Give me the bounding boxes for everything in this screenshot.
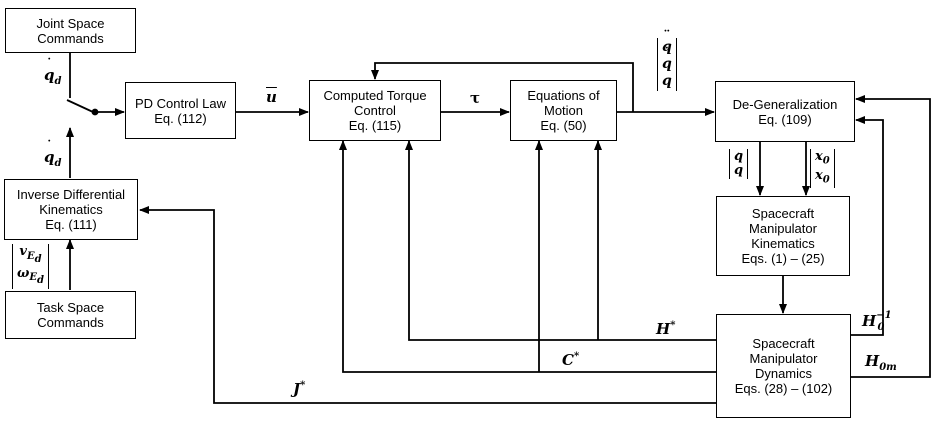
J-star-label: J* <box>293 380 306 398</box>
inverse-differential-kinematics-block: Inverse Differential Kinematics Eq. (111… <box>4 179 138 240</box>
block-label: Kinematics <box>751 236 815 251</box>
wire-H0-inv <box>851 116 884 336</box>
block-label: Task Space <box>36 300 105 315</box>
block-equation: Eq. (115) <box>348 118 402 133</box>
wire-J-star <box>139 206 716 404</box>
C-star-label: C* <box>562 351 580 369</box>
H0m-label: H0m <box>865 352 897 374</box>
block-label: Spacecraft <box>752 336 815 351</box>
block-label: Spacecraft <box>751 206 815 221</box>
block-label: Dynamics <box>754 366 813 381</box>
switch-arm <box>66 99 94 113</box>
block-label: De-Generalization <box>732 96 838 112</box>
de-generalization-block: De-Generalization Eq. (109) <box>715 81 855 142</box>
state-vector-label: q q q <box>657 38 677 91</box>
block-label: Inverse Differential <box>16 187 126 202</box>
task-space-commands-block: Task Space Commands <box>5 291 136 339</box>
block-label: PD Control Law <box>134 95 227 111</box>
end-effector-velocity-vector: vEd ωEd <box>12 244 50 290</box>
qd-dot-label-top: qd <box>44 68 62 89</box>
joint-state-vector-label: q q <box>729 149 749 179</box>
computed-torque-control-block: Computed Torque Control Eq. (115) <box>309 80 441 141</box>
block-label: Equations of <box>527 88 600 103</box>
tau-label: τ <box>470 89 481 107</box>
wire-C-star <box>339 140 716 373</box>
base-state-vector-label: x0 x0 <box>810 149 835 189</box>
block-label: Commands <box>37 30 104 46</box>
block-label: Kinematics <box>39 202 103 217</box>
wire-H-star <box>405 140 716 341</box>
block-label: Joint Space <box>36 15 105 31</box>
equations-of-motion-block: Equations of Motion Eq. (50) <box>510 80 617 141</box>
block-label: Control <box>354 103 396 118</box>
pd-control-law-block: PD Control Law Eq. (112) <box>125 82 236 139</box>
wire-state-feedback <box>371 62 634 112</box>
block-label: Commands <box>37 315 104 330</box>
spacecraft-manipulator-kinematics-block: Spacecraft Manipulator Kinematics Eqs. (… <box>716 196 850 276</box>
qd-dot-label-bottom: qd <box>44 150 62 171</box>
block-label: Computed Torque <box>323 88 427 103</box>
block-label: Motion <box>543 103 584 118</box>
u-bar-label: u <box>266 88 277 106</box>
spacecraft-manipulator-dynamics-block: Spacecraft Manipulator Dynamics Eqs. (28… <box>716 314 851 418</box>
joint-space-commands-block: Joint Space Commands <box>5 8 136 53</box>
block-equation: Eqs. (1) – (25) <box>741 251 825 266</box>
block-label: Manipulator <box>749 221 817 236</box>
block-equation: Eq. (50) <box>540 118 587 133</box>
block-equation: Eq. (109) <box>758 111 812 127</box>
block-equation: Eq. (112) <box>154 110 207 126</box>
block-equation: Eqs. (28) – (102) <box>734 381 833 396</box>
H-star-label: H* <box>656 320 676 338</box>
block-label: Manipulator <box>749 351 818 366</box>
block-equation: Eq. (111) <box>45 217 97 232</box>
wire-H0m <box>851 95 931 378</box>
H0-inverse-label: H−10 <box>862 310 892 333</box>
